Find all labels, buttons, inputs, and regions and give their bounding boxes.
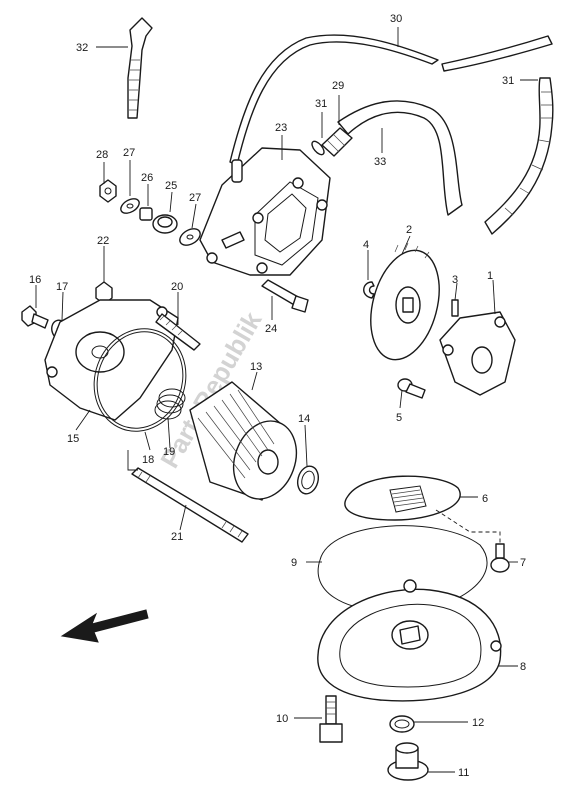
callout-1: 1 xyxy=(487,270,493,282)
part-24-bolt xyxy=(261,279,309,313)
callout-11: 11 xyxy=(458,767,469,779)
callout-26: 26 xyxy=(141,172,153,184)
callout-24: 24 xyxy=(265,323,277,335)
part-26-collar xyxy=(139,207,153,221)
callout-29: 29 xyxy=(332,80,344,92)
callout-10: 10 xyxy=(276,713,288,725)
part-27-washer-left xyxy=(120,198,140,214)
part-1-oil-pump xyxy=(439,311,516,396)
part-8-oil-pan xyxy=(317,579,502,702)
part-15-filter-cap xyxy=(44,299,179,421)
callout-13: 13 xyxy=(250,361,262,373)
callout-4: 4 xyxy=(363,239,369,251)
callout-16: 16 xyxy=(29,274,41,286)
part-12-washer xyxy=(389,715,415,733)
callout-labels: 1 2 3 4 5 6 7 8 9 10 11 12 13 14 15 16 1… xyxy=(29,13,526,779)
front-direction-arrow xyxy=(60,609,149,643)
part-16-bolt xyxy=(21,305,49,329)
part-4-circlip xyxy=(363,281,375,299)
callout-2: 2 xyxy=(406,224,412,236)
callout-27-left: 27 xyxy=(123,147,135,159)
callout-14: 14 xyxy=(298,413,310,425)
part-20-stud xyxy=(155,313,201,351)
callout-6: 6 xyxy=(482,493,488,505)
callout-30: 30 xyxy=(390,13,402,25)
part-3-pin xyxy=(451,299,459,317)
part-2-pump-gear xyxy=(370,242,440,361)
part-32-band xyxy=(127,17,153,119)
part-29-fitting xyxy=(321,127,353,157)
callout-28: 28 xyxy=(96,149,108,161)
callout-21: 21 xyxy=(171,531,183,543)
callout-23: 23 xyxy=(275,122,287,134)
part-18-o-ring xyxy=(93,328,187,432)
callout-27-right: 27 xyxy=(189,192,201,204)
callout-22: 22 xyxy=(97,235,109,247)
part-27-washer-right xyxy=(179,228,201,246)
callout-7: 7 xyxy=(520,557,526,569)
part-10-bolt xyxy=(319,695,343,743)
part-5-screw xyxy=(397,378,426,399)
part-14-o-ring xyxy=(296,465,320,495)
callout-12: 12 xyxy=(472,717,484,729)
callout-20: 20 xyxy=(171,281,183,293)
callout-3: 3 xyxy=(452,274,458,286)
callout-32: 32 xyxy=(76,42,88,54)
callout-25: 25 xyxy=(165,180,177,192)
callout-19: 19 xyxy=(163,446,175,458)
callout-31-left: 31 xyxy=(315,98,327,110)
part-31-clip-left xyxy=(311,140,325,156)
part-28-nut xyxy=(99,179,117,203)
part-23-fuel-pump xyxy=(199,147,331,276)
callout-15: 15 xyxy=(67,433,79,445)
hose-30 xyxy=(229,34,553,166)
part-11-drain-plug xyxy=(387,742,429,781)
leader-lines xyxy=(35,27,538,773)
callout-31-right: 31 xyxy=(502,75,514,87)
part-13-oil-filter xyxy=(189,381,298,501)
hose-33 xyxy=(337,100,463,216)
callout-17: 17 xyxy=(56,281,68,293)
callout-33: 33 xyxy=(374,156,386,168)
part-9-gasket xyxy=(317,525,488,613)
callout-9: 9 xyxy=(291,557,297,569)
callout-8: 8 xyxy=(520,661,526,673)
part-25-grommet xyxy=(152,214,178,234)
part-7-bolt xyxy=(490,543,510,573)
part-6-strainer xyxy=(344,475,461,521)
callout-5: 5 xyxy=(396,412,402,424)
hose-31-right xyxy=(484,77,554,235)
callout-18: 18 xyxy=(142,454,154,466)
